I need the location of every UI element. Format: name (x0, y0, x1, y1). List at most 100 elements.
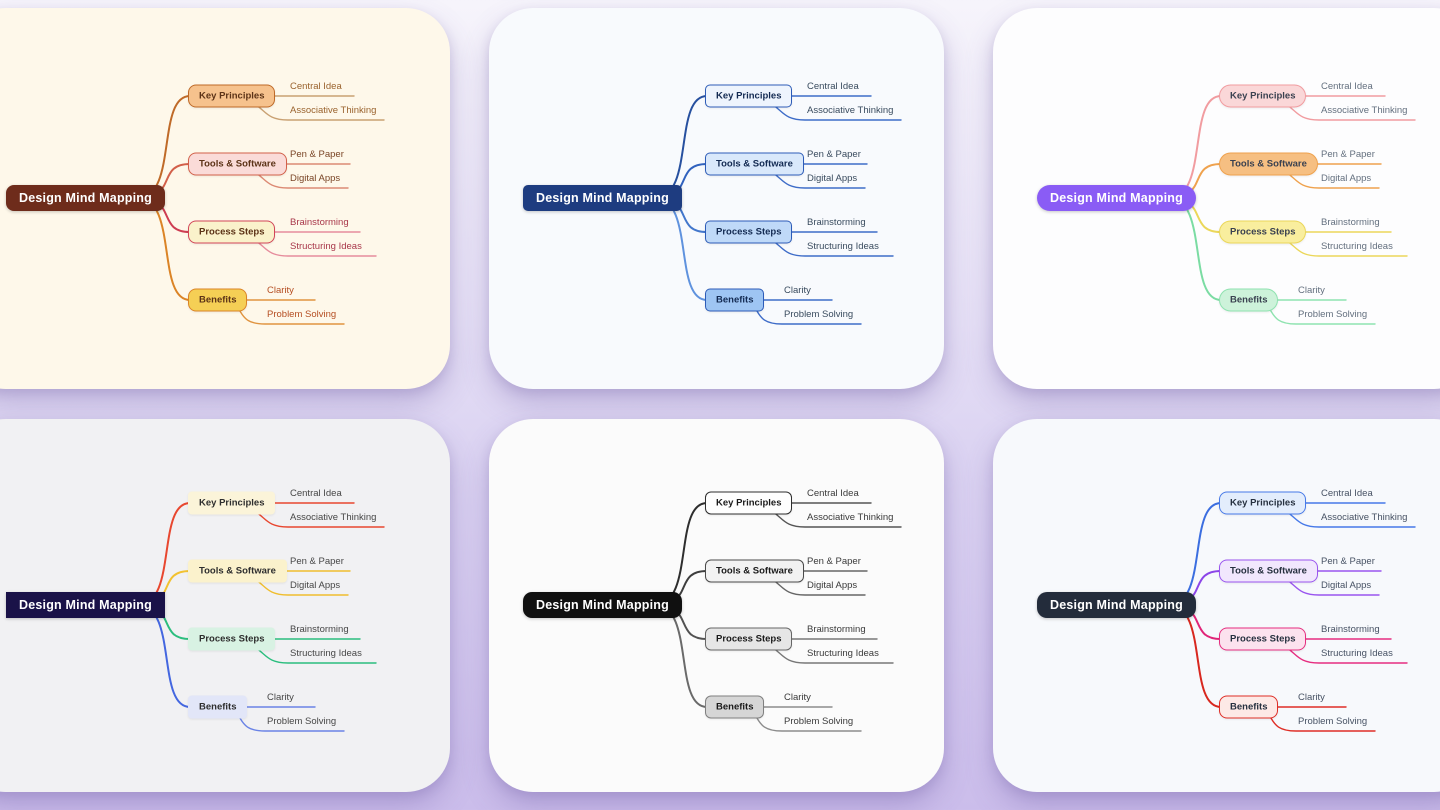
topic-node-process-steps[interactable]: Process Steps (188, 627, 276, 651)
topic-node-process-steps[interactable]: Process Steps (705, 627, 793, 651)
topic-node-benefits[interactable]: Benefits (188, 695, 248, 719)
branch-curve (654, 604, 708, 708)
branch-curve (137, 95, 191, 199)
leaf-label-structuring-ideas[interactable]: Structuring Ideas (1321, 648, 1393, 659)
mindmap-card-ink-multicolor[interactable]: Design Mind Mapping Key Principles Central… (0, 419, 450, 792)
leaf-label-pen-paper[interactable]: Pen & Paper (807, 556, 861, 567)
central-node[interactable]: Design Mind Mapping (1037, 592, 1196, 618)
leaf-label-pen-paper[interactable]: Pen & Paper (290, 149, 344, 160)
leaf-label-problem-solving[interactable]: Problem Solving (267, 716, 337, 727)
central-node[interactable]: Design Mind Mapping (6, 592, 165, 618)
leaf-label-brainstorming[interactable]: Brainstorming (1321, 624, 1380, 635)
leaf-label-pen-paper[interactable]: Pen & Paper (290, 556, 344, 567)
leaf-label-structuring-ideas[interactable]: Structuring Ideas (807, 648, 879, 659)
leaf-label-brainstorming[interactable]: Brainstorming (290, 217, 349, 228)
topic-node-process-steps[interactable]: Process Steps (705, 220, 793, 244)
leaf-label-pen-paper[interactable]: Pen & Paper (1321, 556, 1375, 567)
leaf-label-digital-apps[interactable]: Digital Apps (1321, 580, 1372, 591)
leaf-label-digital-apps[interactable]: Digital Apps (807, 173, 858, 184)
leaf-label-central-idea[interactable]: Central Idea (807, 81, 859, 92)
leaf-label-clarity[interactable]: Clarity (267, 692, 294, 703)
mindmap-canvas: Design Mind Mapping Key Principles Central… (1003, 415, 1440, 795)
topic-node-key-principles[interactable]: Key Principles (1219, 84, 1307, 108)
leaf-label-problem-solving[interactable]: Problem Solving (784, 716, 854, 727)
leaf-label-structuring-ideas[interactable]: Structuring Ideas (290, 241, 362, 252)
mindmap-canvas: Design Mind Mapping Key Principles Central… (0, 8, 427, 388)
mindmap-card-monochrome[interactable]: Design Mind Mapping Key Principles Central… (489, 419, 944, 792)
leaf-label-central-idea[interactable]: Central Idea (807, 488, 859, 499)
leaf-label-clarity[interactable]: Clarity (1298, 285, 1325, 296)
topic-node-benefits[interactable]: Benefits (705, 695, 765, 719)
leaf-label-clarity[interactable]: Clarity (784, 692, 811, 703)
leaf-label-structuring-ideas[interactable]: Structuring Ideas (1321, 241, 1393, 252)
leaf-label-clarity[interactable]: Clarity (1298, 692, 1325, 703)
branch-curve (1168, 197, 1222, 301)
central-node[interactable]: Design Mind Mapping (6, 185, 165, 211)
leaf-label-central-idea[interactable]: Central Idea (1321, 81, 1373, 92)
topic-node-key-principles[interactable]: Key Principles (705, 491, 793, 515)
leaf-label-associative-thinking[interactable]: Associative Thinking (807, 512, 894, 523)
leaf-label-associative-thinking[interactable]: Associative Thinking (807, 105, 894, 116)
leaf-label-problem-solving[interactable]: Problem Solving (1298, 716, 1368, 727)
leaf-label-digital-apps[interactable]: Digital Apps (290, 580, 341, 591)
leaf-label-brainstorming[interactable]: Brainstorming (1321, 217, 1380, 228)
topic-node-tools-software[interactable]: Tools & Software (1219, 152, 1318, 176)
central-node[interactable]: Design Mind Mapping (523, 185, 682, 211)
leaf-label-brainstorming[interactable]: Brainstorming (290, 624, 349, 635)
branch-curve (1168, 502, 1222, 606)
mindmap-card-warm-earth[interactable]: Design Mind Mapping Key Principles Central… (0, 8, 450, 389)
mindmap-canvas: Design Mind Mapping Key Principles Central… (489, 8, 944, 388)
leaf-label-pen-paper[interactable]: Pen & Paper (1321, 149, 1375, 160)
leaf-label-digital-apps[interactable]: Digital Apps (807, 580, 858, 591)
branch-curve (1168, 604, 1222, 708)
mindmap-card-classic-blue[interactable]: Design Mind Mapping Key Principles Central… (489, 8, 944, 389)
central-node[interactable]: Design Mind Mapping (523, 592, 682, 618)
leaf-label-central-idea[interactable]: Central Idea (290, 488, 342, 499)
mindmap-card-slate-vivid[interactable]: Design Mind Mapping Key Principles Central… (993, 419, 1440, 792)
topic-node-tools-software[interactable]: Tools & Software (705, 152, 804, 176)
leaf-label-associative-thinking[interactable]: Associative Thinking (290, 105, 377, 116)
leaf-label-clarity[interactable]: Clarity (784, 285, 811, 296)
leaf-label-associative-thinking[interactable]: Associative Thinking (1321, 105, 1408, 116)
branch-curve (137, 502, 191, 606)
topic-node-tools-software[interactable]: Tools & Software (188, 559, 287, 583)
topic-node-key-principles[interactable]: Key Principles (188, 84, 276, 108)
topic-node-process-steps[interactable]: Process Steps (1219, 627, 1307, 651)
branch-curve (137, 604, 191, 708)
topic-node-process-steps[interactable]: Process Steps (1219, 220, 1307, 244)
leaf-label-structuring-ideas[interactable]: Structuring Ideas (290, 648, 362, 659)
leaf-label-digital-apps[interactable]: Digital Apps (290, 173, 341, 184)
topic-node-process-steps[interactable]: Process Steps (188, 220, 276, 244)
topic-node-benefits[interactable]: Benefits (1219, 288, 1279, 312)
topic-node-key-principles[interactable]: Key Principles (1219, 491, 1307, 515)
topic-node-tools-software[interactable]: Tools & Software (1219, 559, 1318, 583)
leaf-label-brainstorming[interactable]: Brainstorming (807, 217, 866, 228)
leaf-label-clarity[interactable]: Clarity (267, 285, 294, 296)
leaf-label-central-idea[interactable]: Central Idea (1321, 488, 1373, 499)
branch-curve (137, 197, 191, 301)
mindmap-canvas: Design Mind Mapping Key Principles Central… (1003, 8, 1440, 388)
leaf-label-digital-apps[interactable]: Digital Apps (1321, 173, 1372, 184)
leaf-label-problem-solving[interactable]: Problem Solving (784, 309, 854, 320)
leaf-label-associative-thinking[interactable]: Associative Thinking (290, 512, 377, 523)
mindmap-card-violet-pastel[interactable]: Design Mind Mapping Key Principles Central… (993, 8, 1440, 389)
leaf-label-associative-thinking[interactable]: Associative Thinking (1321, 512, 1408, 523)
branch-curve (1168, 95, 1222, 199)
mindmap-canvas: Design Mind Mapping Key Principles Central… (489, 415, 944, 795)
leaf-label-central-idea[interactable]: Central Idea (290, 81, 342, 92)
topic-node-benefits[interactable]: Benefits (1219, 695, 1279, 719)
topic-node-benefits[interactable]: Benefits (188, 288, 248, 312)
topic-node-benefits[interactable]: Benefits (705, 288, 765, 312)
topic-node-tools-software[interactable]: Tools & Software (705, 559, 804, 583)
leaf-label-pen-paper[interactable]: Pen & Paper (807, 149, 861, 160)
leaf-label-brainstorming[interactable]: Brainstorming (807, 624, 866, 635)
topic-node-key-principles[interactable]: Key Principles (188, 491, 276, 515)
leaf-label-problem-solving[interactable]: Problem Solving (1298, 309, 1368, 320)
central-node[interactable]: Design Mind Mapping (1037, 185, 1196, 211)
leaf-label-structuring-ideas[interactable]: Structuring Ideas (807, 241, 879, 252)
topic-node-key-principles[interactable]: Key Principles (705, 84, 793, 108)
branch-curve (654, 502, 708, 606)
topic-node-tools-software[interactable]: Tools & Software (188, 152, 287, 176)
leaf-label-problem-solving[interactable]: Problem Solving (267, 309, 337, 320)
